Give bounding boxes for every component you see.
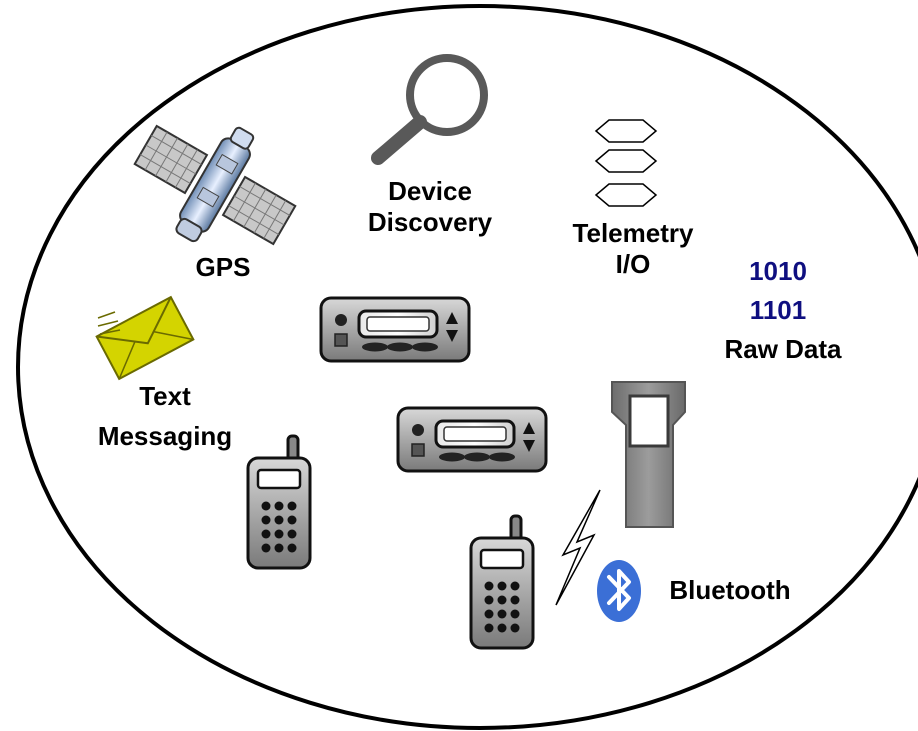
device-discovery-label-line2: Discovery (367, 207, 493, 237)
handheld-radio-icon (246, 434, 312, 570)
raw-data-label: Raw Data (724, 334, 842, 364)
text-messaging-label-line1: Text (139, 381, 191, 411)
hexagon-stack-icon (594, 119, 658, 207)
bluetooth-icon (597, 560, 641, 622)
telemetry-label-line1: Telemetry (572, 218, 694, 248)
envelope-icon (95, 295, 195, 381)
magnifier-icon (371, 54, 488, 165)
device-discovery-label-line1: Device (388, 176, 472, 206)
lightning-icon (555, 489, 601, 606)
raw-data-bits-line2: 1101 (749, 295, 807, 325)
raw-data-bits-line1: 1010 (749, 256, 807, 286)
satellite-icon (133, 124, 297, 246)
text-messaging-label-line2: Messaging (97, 421, 233, 451)
handheld-radio-icon (469, 514, 535, 650)
mobile-radio-icon (396, 406, 548, 473)
gps-label: GPS (195, 252, 251, 282)
rugged-handheld-icon (611, 381, 686, 528)
mobile-radio-icon (319, 296, 471, 363)
telemetry-label-line2: I/O (615, 249, 651, 279)
bluetooth-label: Bluetooth (669, 575, 791, 605)
motion-lines (97, 311, 121, 335)
